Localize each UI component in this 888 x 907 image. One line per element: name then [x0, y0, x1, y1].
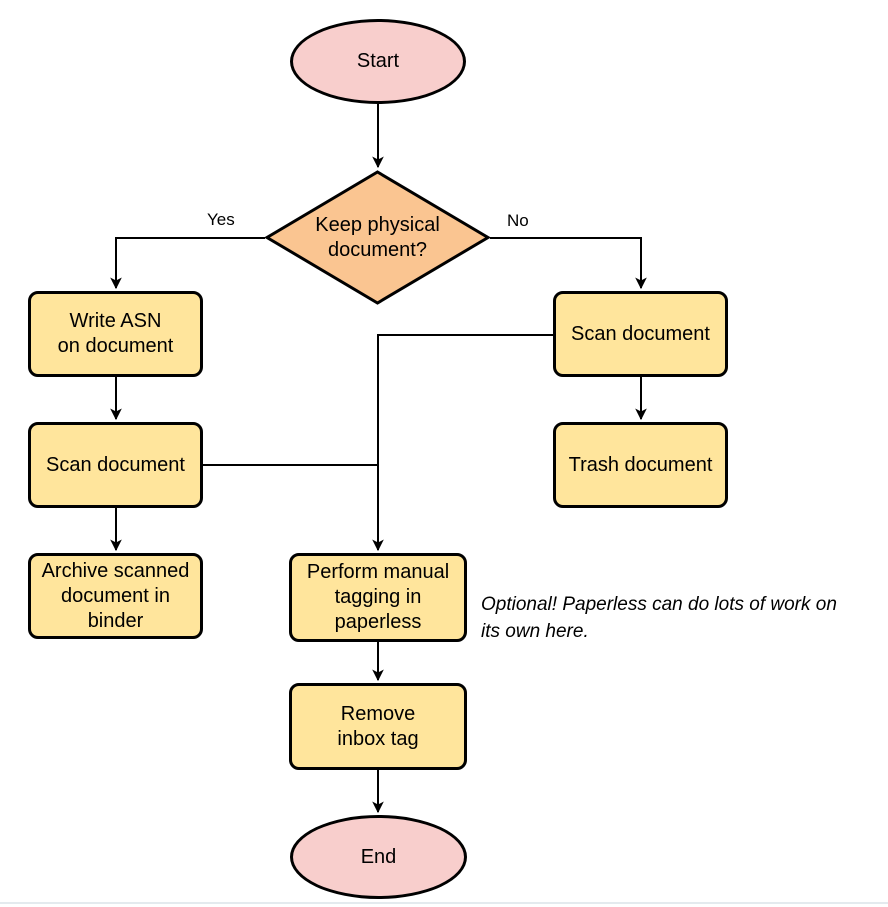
edge-label-yes: Yes — [207, 210, 235, 229]
node-archive-binder: Archive scanned document in binder — [28, 553, 203, 639]
decision-diamond-shape — [264, 170, 491, 305]
node-end-label: End — [360, 845, 397, 868]
node-remove-inbox-tag: Remove inbox tag — [289, 683, 467, 770]
node-manual-tagging: Perform manual tagging in paperless — [289, 553, 467, 642]
node-trash-document: Trash document — [553, 422, 728, 508]
node-manual-tagging-label: Perform manual tagging in paperless — [306, 561, 450, 633]
edge-label-no: No — [507, 211, 529, 230]
node-scan-document-right: Scan document — [553, 291, 728, 377]
window-bottom-border — [0, 902, 888, 904]
node-scan-document-left: Scan document — [28, 422, 203, 508]
node-archive-binder-label: Archive scanned document in binder — [41, 559, 190, 632]
node-trash-document-label: Trash document — [568, 453, 713, 476]
node-decision: Keep physical document? — [264, 170, 491, 305]
node-scan-document-left-label: Scan document — [46, 453, 185, 476]
node-end: End — [290, 815, 467, 899]
annotation-note: Optional! Paperless can do lots of work … — [481, 594, 837, 642]
node-write-asn: Write ASN on document — [28, 291, 203, 377]
node-start: Start — [290, 19, 466, 104]
node-decision-label: Keep physical document? — [315, 213, 440, 261]
node-write-asn-label: Write ASN on document — [57, 310, 174, 357]
node-start-label: Start — [356, 50, 400, 72]
edge-decision-no-to-scan-right — [490, 237, 647, 290]
node-remove-inbox-tag-label: Remove inbox tag — [337, 702, 419, 750]
edge-scan-right-to-tagging — [372, 334, 553, 552]
edge-decision-yes-to-write-asn — [110, 237, 265, 290]
node-scan-document-right-label: Scan document — [571, 322, 710, 345]
